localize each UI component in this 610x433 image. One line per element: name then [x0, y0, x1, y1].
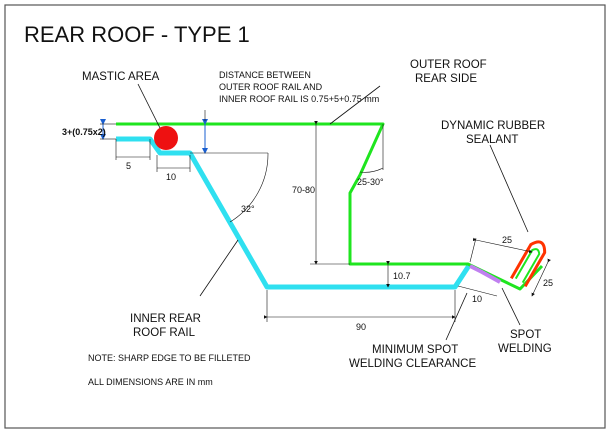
- note-sharp-edge: NOTE: SHARP EDGE TO BE FILLETED: [88, 353, 251, 363]
- label-mastic-area: MASTIC AREA: [82, 71, 160, 83]
- label-min-spot-2: WELDING CLEARANCE: [349, 358, 476, 370]
- label-distance-note-2: OUTER ROOF RAIL AND: [219, 82, 323, 92]
- label-spot-welding-1: SPOT: [510, 329, 541, 341]
- dim-25-right: 25: [543, 278, 553, 288]
- spot-weld-zone: [469, 264, 501, 284]
- label-outer-roof-1: OUTER ROOF: [410, 59, 487, 71]
- label-sealant-2: SEALANT: [466, 134, 518, 146]
- label-spot-welding-2: WELDING: [498, 343, 552, 355]
- dim-10-bottom: 10: [472, 294, 482, 304]
- label-inner-rear-2: ROOF RAIL: [133, 327, 196, 339]
- label-distance-note-1: DISTANCE BETWEEN: [219, 70, 311, 80]
- label-sealant-1: DYNAMIC RUBBER: [441, 120, 545, 132]
- label-inner-rear-1: INNER REAR: [130, 313, 201, 325]
- dim-90: 90: [356, 322, 366, 332]
- dim-angle-32: 32°: [241, 204, 255, 214]
- diagram-title: REAR ROOF - TYPE 1: [24, 22, 250, 47]
- dim-10-7: 10.7: [393, 271, 411, 281]
- label-distance-note-3: INNER ROOF RAIL IS 0.75+5+0.75 mm: [219, 94, 379, 104]
- dim-70-80: 70-80: [292, 185, 315, 195]
- outer-roof-rear-side: [116, 122, 544, 291]
- dim-angle-25-30: 25-30°: [357, 177, 384, 187]
- dim-25-top: 25: [502, 235, 512, 245]
- dim-gap: 3+(0.75x2): [62, 127, 106, 137]
- mastic-bead: [154, 126, 178, 150]
- page-frame: [4, 4, 606, 429]
- label-min-spot-1: MINIMUM SPOT: [372, 344, 458, 356]
- dim-10-top: 10: [166, 172, 176, 182]
- dim-5: 5: [126, 161, 131, 171]
- label-outer-roof-2: REAR SIDE: [415, 73, 477, 85]
- note-units: ALL DIMENSIONS ARE IN mm: [88, 377, 213, 387]
